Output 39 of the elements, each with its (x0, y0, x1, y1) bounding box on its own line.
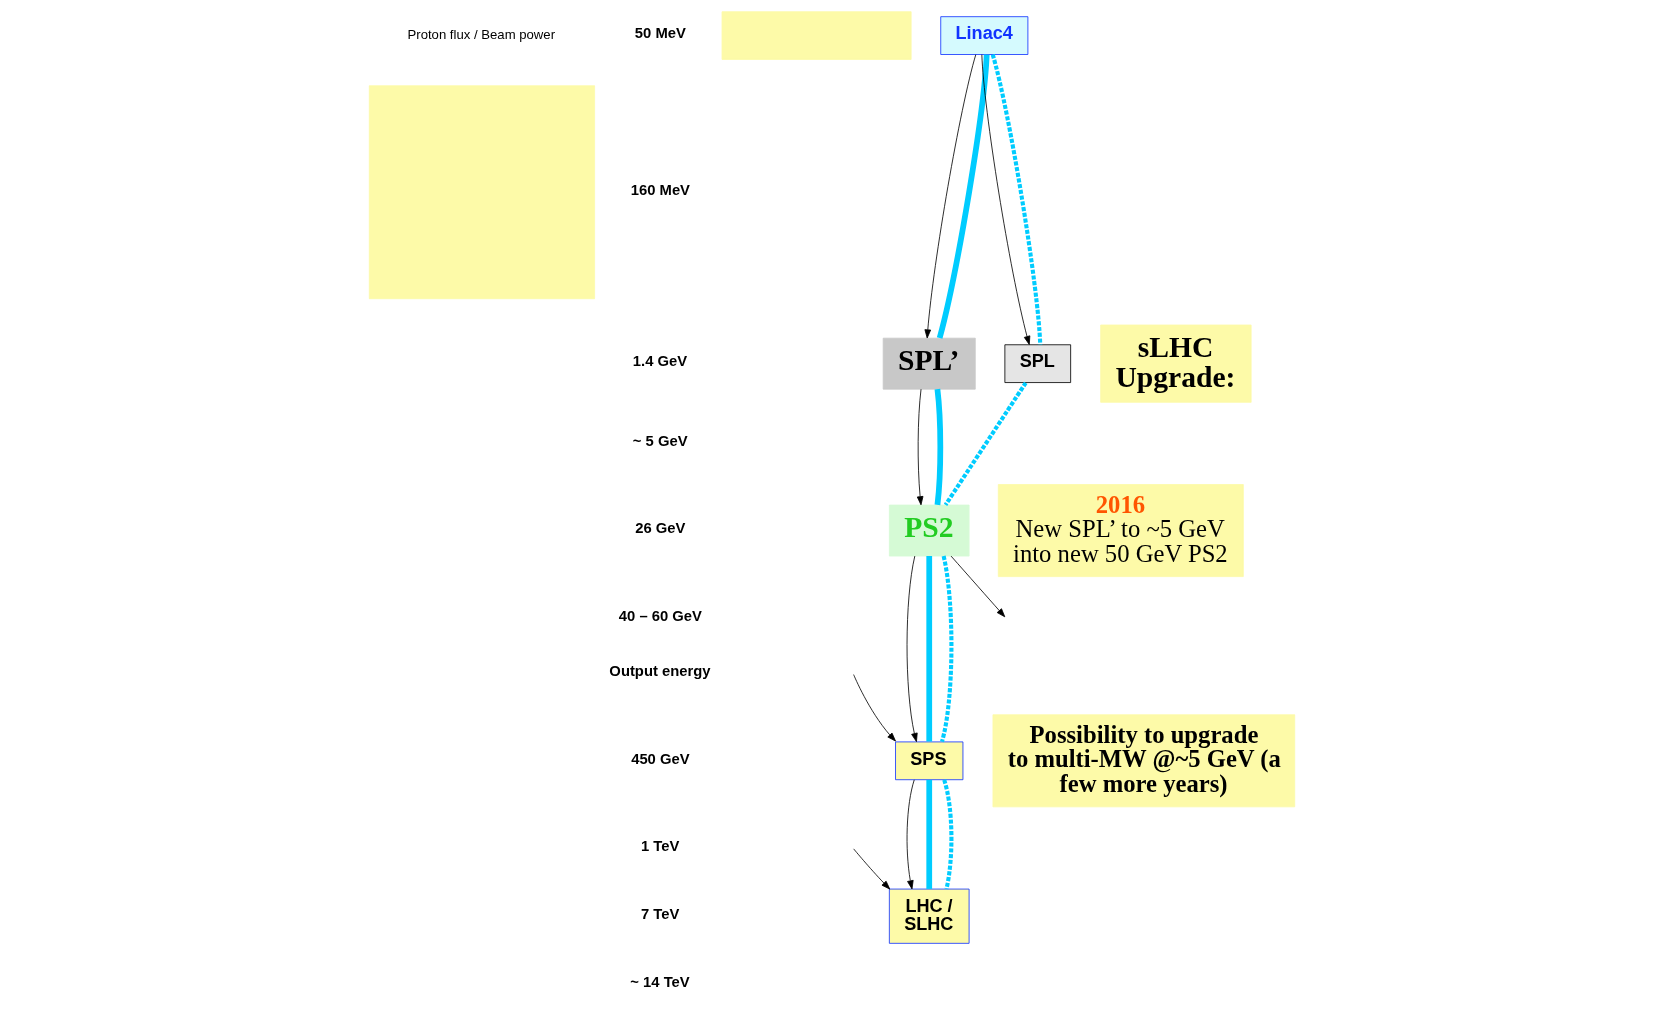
label: ~ 14 TeV (630, 974, 690, 991)
node-box (368, 85, 595, 300)
arrow (853, 848, 891, 890)
connector (940, 555, 954, 743)
label: 26 GeV (635, 520, 686, 537)
node-box: SPS (895, 741, 964, 781)
label: 160 MeV (630, 182, 690, 199)
label: 50 MeV (634, 25, 686, 42)
connector (990, 54, 1043, 345)
arrow (924, 54, 977, 339)
label: Proton flux / Beam power (407, 26, 556, 42)
node-box: 2016 New SPL’ to ~5 GeV into new 50 GeV PS2 (997, 484, 1244, 578)
node-box: SPL (1004, 344, 1072, 383)
node-box: sLHC Upgrade: (1100, 324, 1252, 403)
node-box: LHC / SLHC (888, 888, 970, 944)
connector (943, 381, 1028, 507)
label: Output energy (609, 663, 711, 680)
label: 450 GeV (631, 750, 690, 767)
arrow (950, 555, 1006, 618)
label: 1 TeV (641, 837, 680, 854)
label: 1.4 GeV (632, 353, 688, 370)
arrow (906, 555, 918, 742)
node-box: Possibility to upgrade to multi-MW @~5 GeV (a few more years) (992, 714, 1296, 808)
connector (926, 779, 933, 889)
node-box (721, 11, 912, 60)
connector (942, 779, 954, 890)
label: 40 – 60 GeV (618, 607, 702, 624)
arrow (853, 674, 896, 742)
label: 7 TeV (641, 906, 680, 922)
connector (926, 556, 933, 742)
node-box: PS2 (888, 504, 970, 557)
arrow (906, 779, 915, 890)
label: ~ 5 GeV (632, 433, 688, 450)
arrow (981, 54, 1031, 345)
connector (936, 54, 990, 339)
connector (934, 388, 944, 506)
node-box: SPL’ (882, 337, 976, 390)
node-box: Linac4 (940, 16, 1029, 55)
arrow (916, 388, 924, 506)
